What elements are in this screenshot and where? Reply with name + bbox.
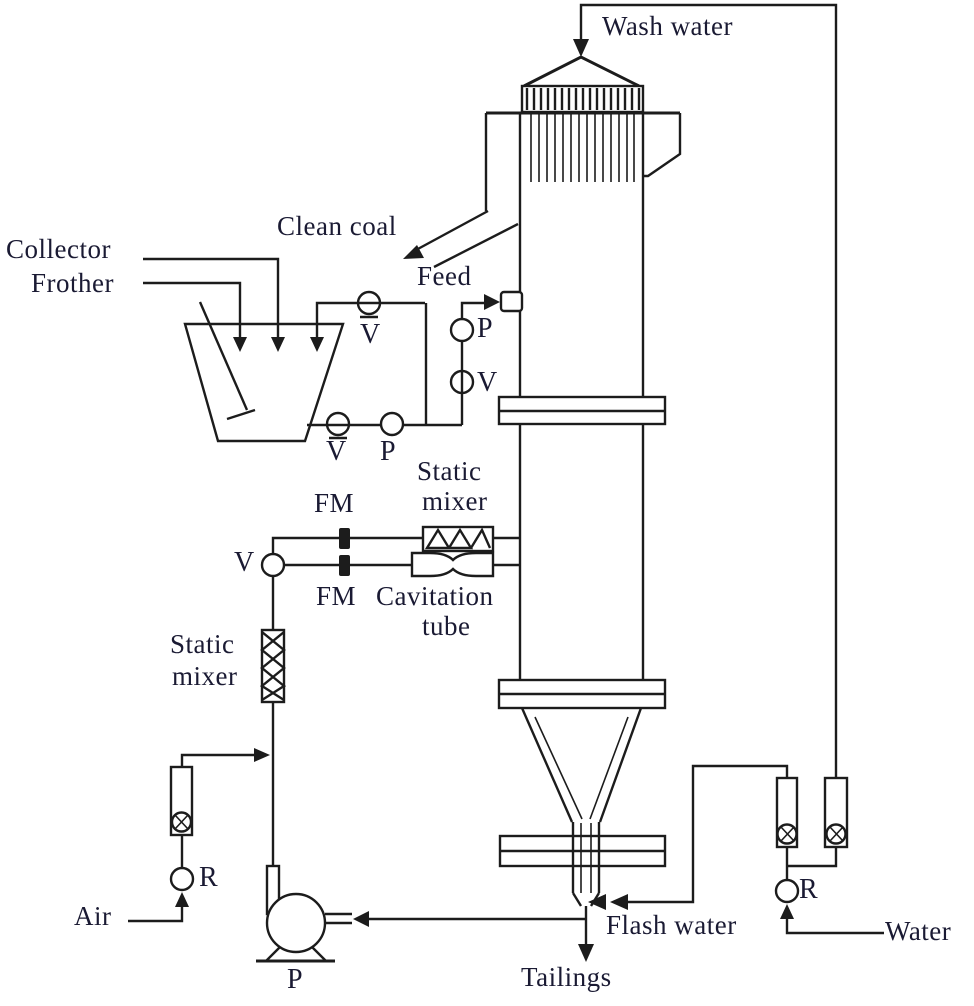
frother-label: Frother bbox=[31, 268, 114, 298]
valve-label: V bbox=[360, 319, 381, 350]
tailings-line bbox=[578, 906, 594, 962]
flow-arrow bbox=[175, 892, 189, 907]
flow-arrow bbox=[271, 337, 285, 352]
static-mixer-label: mixer bbox=[422, 486, 488, 516]
static-mixer-label: Static bbox=[417, 456, 482, 486]
flow-arrow bbox=[233, 337, 247, 352]
valve-label: V bbox=[234, 547, 255, 578]
valve-label: V bbox=[326, 436, 347, 467]
pump-icon bbox=[265, 892, 327, 954]
valves bbox=[260, 290, 475, 578]
froth-launder bbox=[484, 111, 682, 211]
flow-arrow bbox=[353, 911, 369, 927]
flotation-column bbox=[403, 55, 682, 907]
flow-arrow bbox=[780, 904, 794, 919]
flow-meter-icon bbox=[339, 555, 350, 576]
flow-arrow bbox=[254, 748, 270, 762]
cavitation-tube-label: Cavitation bbox=[376, 581, 494, 611]
distributor-hatch bbox=[525, 88, 641, 110]
frother-line bbox=[143, 281, 247, 352]
flow-arrow bbox=[403, 245, 424, 259]
wash-water-label: Wash water bbox=[602, 11, 734, 41]
rotameter-icon bbox=[169, 765, 194, 837]
pressure-gauge-label: P bbox=[380, 436, 397, 467]
valve-icon bbox=[260, 552, 286, 578]
tailings-label: Tailings bbox=[521, 962, 612, 992]
regulator-icon bbox=[774, 878, 800, 904]
cavitation-tube-label: tube bbox=[422, 611, 471, 641]
pressure-gauge-label: P bbox=[477, 313, 494, 344]
valve-icon bbox=[356, 290, 382, 316]
valve-label: V bbox=[477, 367, 498, 398]
column-flange-lower bbox=[497, 678, 667, 710]
air-branch bbox=[128, 748, 270, 923]
flow-arrow bbox=[484, 294, 500, 310]
wash-water-pipe bbox=[573, 3, 838, 778]
cavitation-tube-icon bbox=[410, 551, 495, 578]
feed-label: Feed bbox=[417, 261, 472, 291]
clean-coal-chute bbox=[403, 209, 519, 269]
distributor-pipes bbox=[530, 114, 635, 182]
agitator-blade bbox=[226, 408, 256, 421]
static-mixer-label: mixer bbox=[172, 661, 238, 691]
water-branch bbox=[774, 776, 884, 935]
clean-coal-label: Clean coal bbox=[277, 211, 397, 241]
pressure-gauge-icon bbox=[379, 411, 405, 437]
pressure-gauges bbox=[379, 317, 475, 437]
feed-piping bbox=[307, 294, 500, 427]
column-flange-upper bbox=[497, 395, 667, 426]
water-label: Water bbox=[885, 916, 952, 946]
rotameter-icon bbox=[775, 776, 799, 849]
flash-water-label: Flash water bbox=[606, 910, 737, 940]
flow-arrow bbox=[610, 894, 628, 910]
flow-meter-label: FM bbox=[316, 581, 357, 611]
flash-water-pipe bbox=[588, 764, 789, 910]
discharge-tube bbox=[571, 822, 601, 907]
regulator-icon bbox=[169, 866, 195, 892]
collector-line bbox=[143, 257, 285, 352]
regulator-label: R bbox=[799, 874, 819, 905]
column-top-cone bbox=[523, 55, 640, 88]
static-mixer-icon bbox=[259, 628, 287, 704]
flow-arrow bbox=[310, 337, 324, 352]
static-mixer-label: Static bbox=[170, 629, 235, 659]
flow-arrow bbox=[588, 894, 606, 910]
pump-assembly bbox=[256, 864, 586, 963]
rotameter-icon bbox=[823, 776, 849, 849]
valve-icon bbox=[449, 369, 475, 395]
conditioning-tank bbox=[183, 301, 345, 443]
pump-label: P bbox=[287, 964, 304, 995]
flow-arrow bbox=[578, 944, 594, 962]
column-bottom-cone bbox=[520, 707, 643, 823]
flow-arrow bbox=[573, 39, 589, 57]
valve-icon bbox=[325, 411, 351, 437]
regulator-label: R bbox=[199, 862, 219, 893]
agitator bbox=[198, 301, 249, 411]
pressure-gauge-icon bbox=[449, 317, 475, 343]
collector-label: Collector bbox=[6, 234, 111, 264]
feed-nozzle bbox=[499, 290, 524, 313]
static-mixer-icon bbox=[421, 525, 495, 553]
column-bottom-flange bbox=[498, 834, 667, 868]
flow-meter-label: FM bbox=[314, 488, 355, 518]
flow-meter-icon bbox=[339, 528, 350, 549]
air-label: Air bbox=[74, 901, 112, 931]
